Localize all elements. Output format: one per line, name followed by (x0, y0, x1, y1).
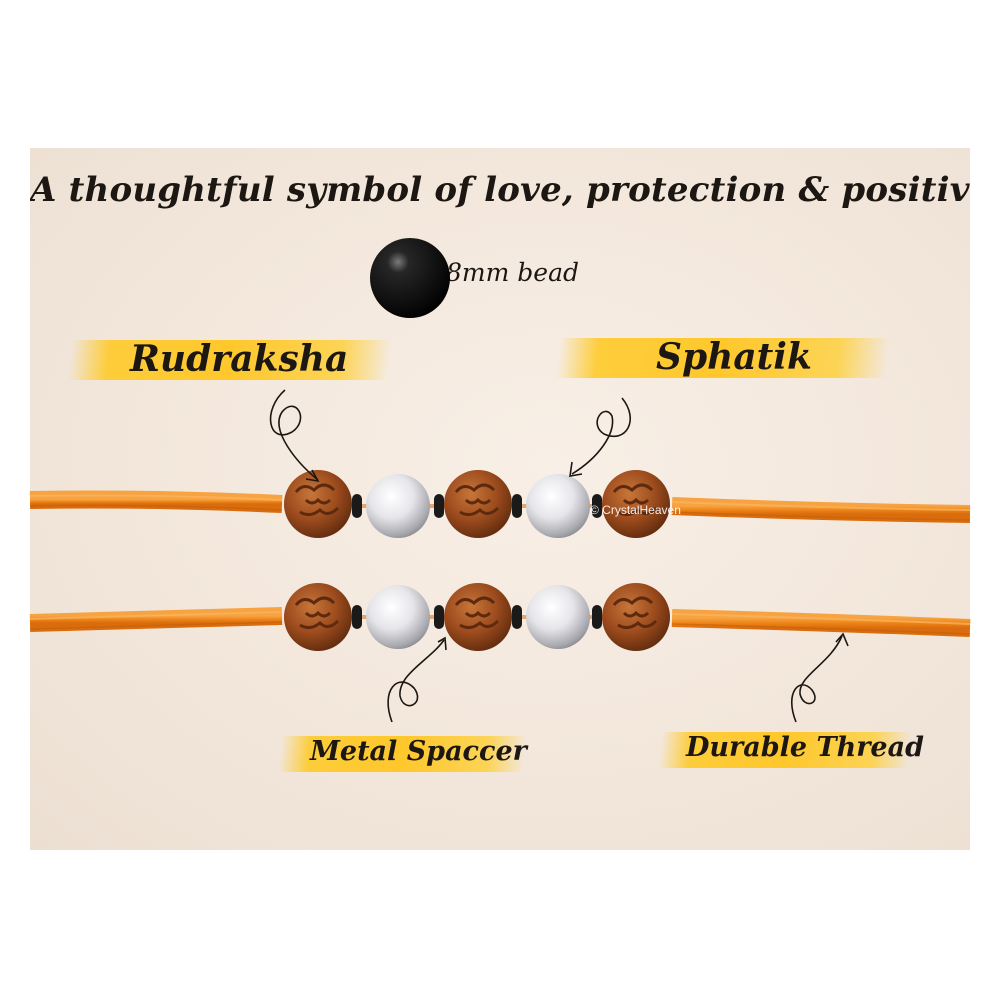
metal-spacer (434, 605, 444, 629)
sphatik-label: Sphatik (656, 336, 812, 378)
sphatik-bead (526, 585, 590, 649)
sample-bead (370, 238, 450, 318)
thread-right-2 (671, 609, 971, 637)
arrow-spacer (387, 636, 447, 723)
rudraksha-bead (602, 583, 670, 651)
watermark: © CrystalHeaven (590, 503, 681, 517)
thread-label: Durable Thread (686, 732, 924, 763)
metal-spacer (512, 494, 522, 518)
bead-size-label: 8mm bead (446, 258, 579, 287)
sphatik-bead (366, 474, 430, 538)
metal-spacer (512, 605, 522, 629)
headline: A thoughtful symbol of love, protection … (30, 170, 970, 210)
metal-spacer (352, 605, 362, 629)
rudraksha-bead (444, 470, 512, 538)
rudraksha-bead (284, 583, 352, 651)
thread-left-2 (29, 607, 283, 632)
arrow-thread (790, 632, 849, 723)
arrow-sphatik (569, 397, 632, 477)
sphatik-bead (366, 585, 430, 649)
thread-right-1 (671, 497, 971, 523)
thread-left-1 (29, 490, 283, 513)
metal-spacer (434, 494, 444, 518)
sphatik-bead (526, 474, 590, 538)
bead-row-2 (284, 583, 670, 651)
metal-spacer (352, 494, 362, 518)
rudraksha-label: Rudraksha (130, 338, 349, 380)
spacer-label: Metal Spaccer (310, 736, 527, 767)
rudraksha-bead (444, 583, 512, 651)
bead-row-1 (284, 470, 670, 538)
metal-spacer (592, 494, 602, 518)
arrow-rudraksha (269, 389, 320, 483)
metal-spacer (592, 605, 602, 629)
